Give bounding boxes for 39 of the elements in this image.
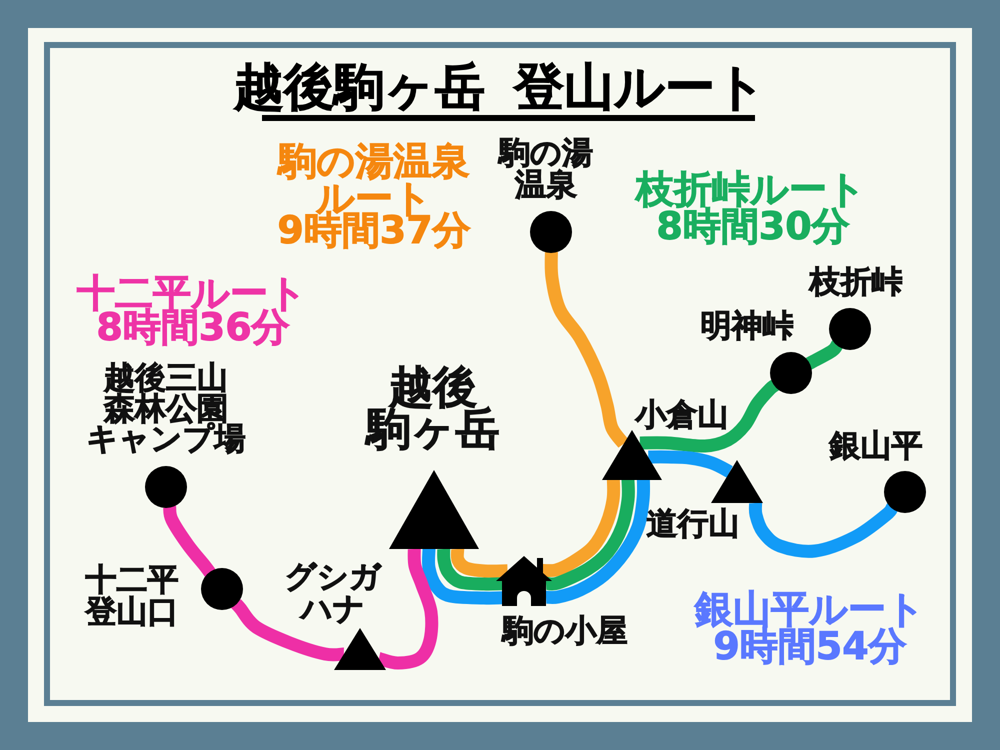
route-line — [377, 549, 438, 670]
route-label: 枝折峠ルート — [636, 171, 866, 208]
route-line — [545, 480, 635, 591]
route-line — [544, 252, 629, 448]
route-line — [163, 506, 216, 577]
route-line — [450, 548, 508, 578]
route-line — [231, 598, 344, 662]
place-label: 駒の小屋 — [502, 615, 628, 647]
waypoint-dot — [145, 466, 187, 508]
waypoint-dot — [884, 471, 926, 513]
place-label: グシガハナ — [285, 561, 381, 625]
mountain-triangle — [389, 470, 479, 549]
place-label: 銀山平 — [830, 430, 922, 462]
waypoint-dot — [770, 352, 812, 394]
mountain-triangle — [711, 460, 763, 503]
place-label: 明神峠 — [700, 310, 794, 342]
place-label: 道行山 — [646, 508, 740, 540]
route-line — [546, 480, 650, 604]
place-label: 越後三山森林公園キャンプ場 — [86, 363, 246, 454]
route-line — [640, 380, 778, 453]
route-line — [437, 549, 502, 591]
waypoint-dot — [829, 308, 871, 350]
place-label: 越後駒ヶ岳 — [366, 367, 500, 451]
place-label: 小倉山 — [636, 399, 728, 431]
route-time: 8時間30分 — [656, 208, 850, 245]
route-time: 9時間54分 — [713, 628, 907, 665]
map-title: 越後駒ヶ岳 登山ルート — [234, 60, 766, 114]
place-label: 枝折峠 — [810, 266, 902, 298]
place-label: 十二平登山口 — [86, 564, 178, 628]
route-line — [806, 341, 843, 370]
waypoint-dot — [201, 568, 243, 610]
mountain-triangle — [602, 430, 662, 480]
house-icon — [496, 555, 552, 606]
route-line — [648, 450, 733, 478]
mountain-triangle — [334, 628, 386, 670]
place-label: 駒の湯温泉 — [499, 137, 593, 201]
route-label: 銀山平ルート — [695, 591, 925, 628]
waypoint-dot — [530, 211, 572, 253]
route-line — [422, 548, 502, 605]
